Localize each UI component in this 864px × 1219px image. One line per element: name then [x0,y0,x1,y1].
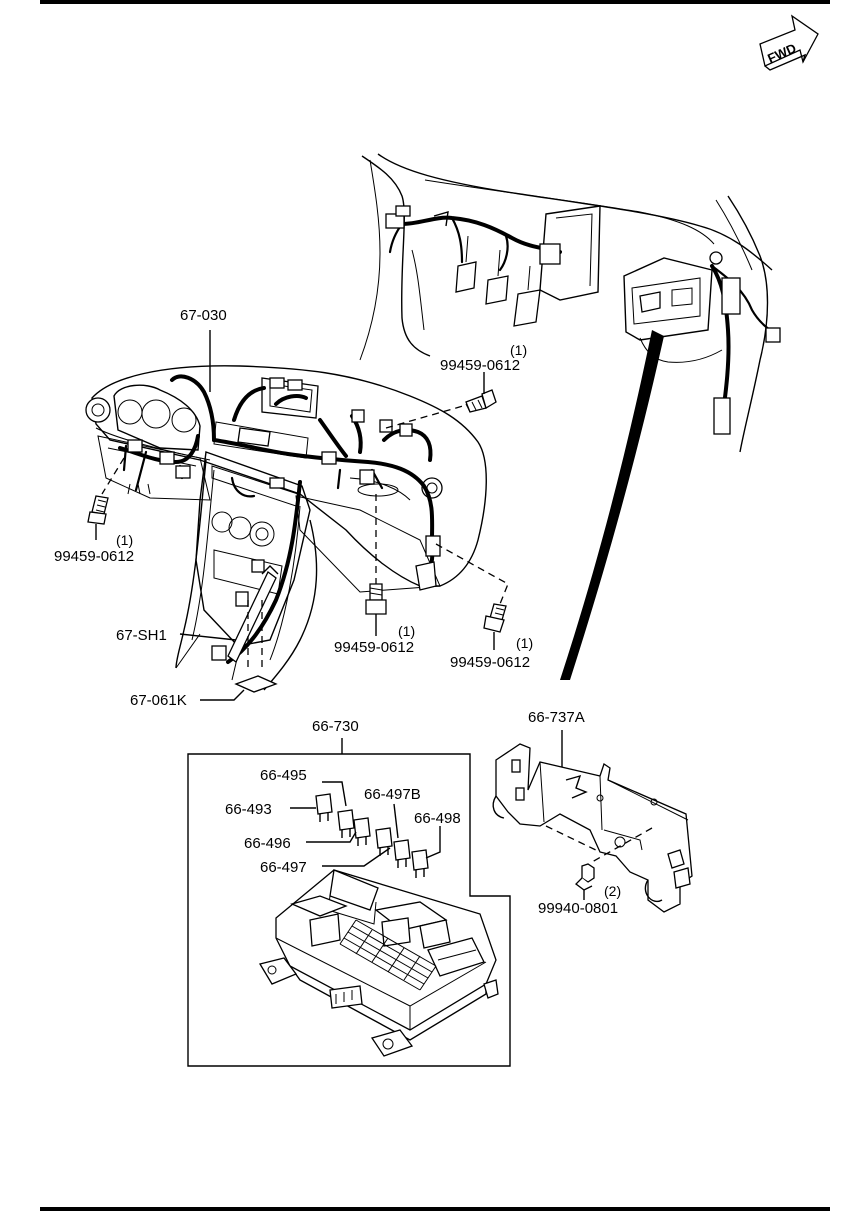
bolt-left [87,457,125,540]
bolt-right [435,543,509,650]
bolt-mid [365,494,387,636]
label-nut: 99940-0801 [538,900,618,917]
label-bolt-mid: 99459-0612 [334,639,414,656]
label-clip: 67-061K [130,692,187,709]
firewall-view [359,153,781,680]
leader-fuse-496 [306,831,357,843]
label-fuse-497: 66-497 [260,859,307,876]
qty-bolt-top: (1) [510,342,527,358]
qty-bolt-left: (1) [116,532,133,548]
qty-bolt-right: (1) [516,635,533,651]
leader-fuse-498 [425,826,441,859]
bottom-rule [40,1207,830,1211]
fuse-grid [339,919,437,991]
qty-nut: (2) [604,883,621,899]
bolt-top [385,372,497,429]
fuse-block-frame [187,753,511,1067]
label-harness-main: 67-030 [180,307,227,324]
label-fuse-block: 66-730 [312,718,359,735]
leader-fuse-497b [393,803,399,839]
label-bolt-top: 99459-0612 [440,357,520,374]
top-rule [40,0,830,4]
bracket-part [492,743,693,913]
leader-fuse-495 [322,781,347,807]
nut-part [575,863,595,900]
label-fuse-498: 66-498 [414,810,461,827]
label-fuse-493: 66-493 [225,801,272,818]
label-bolt-right: 99459-0612 [450,654,530,671]
label-fuse-495: 66-495 [260,767,307,784]
fuses [315,793,429,878]
label-fuse-497b: 66-497B [364,786,421,803]
label-bracket: 66-737A [528,709,585,726]
shield-part [179,565,279,663]
leader-fuse-497 [322,847,391,867]
junction-block [258,869,499,1057]
qty-bolt-mid: (1) [398,623,415,639]
main-harness [118,374,441,664]
clip-part [200,600,278,701]
label-bolt-left: 99459-0612 [54,548,134,565]
fwd-arrow-icon: FWD [759,14,819,71]
label-shield: 67-SH1 [116,627,167,644]
label-fuse-496: 66-496 [244,835,291,852]
